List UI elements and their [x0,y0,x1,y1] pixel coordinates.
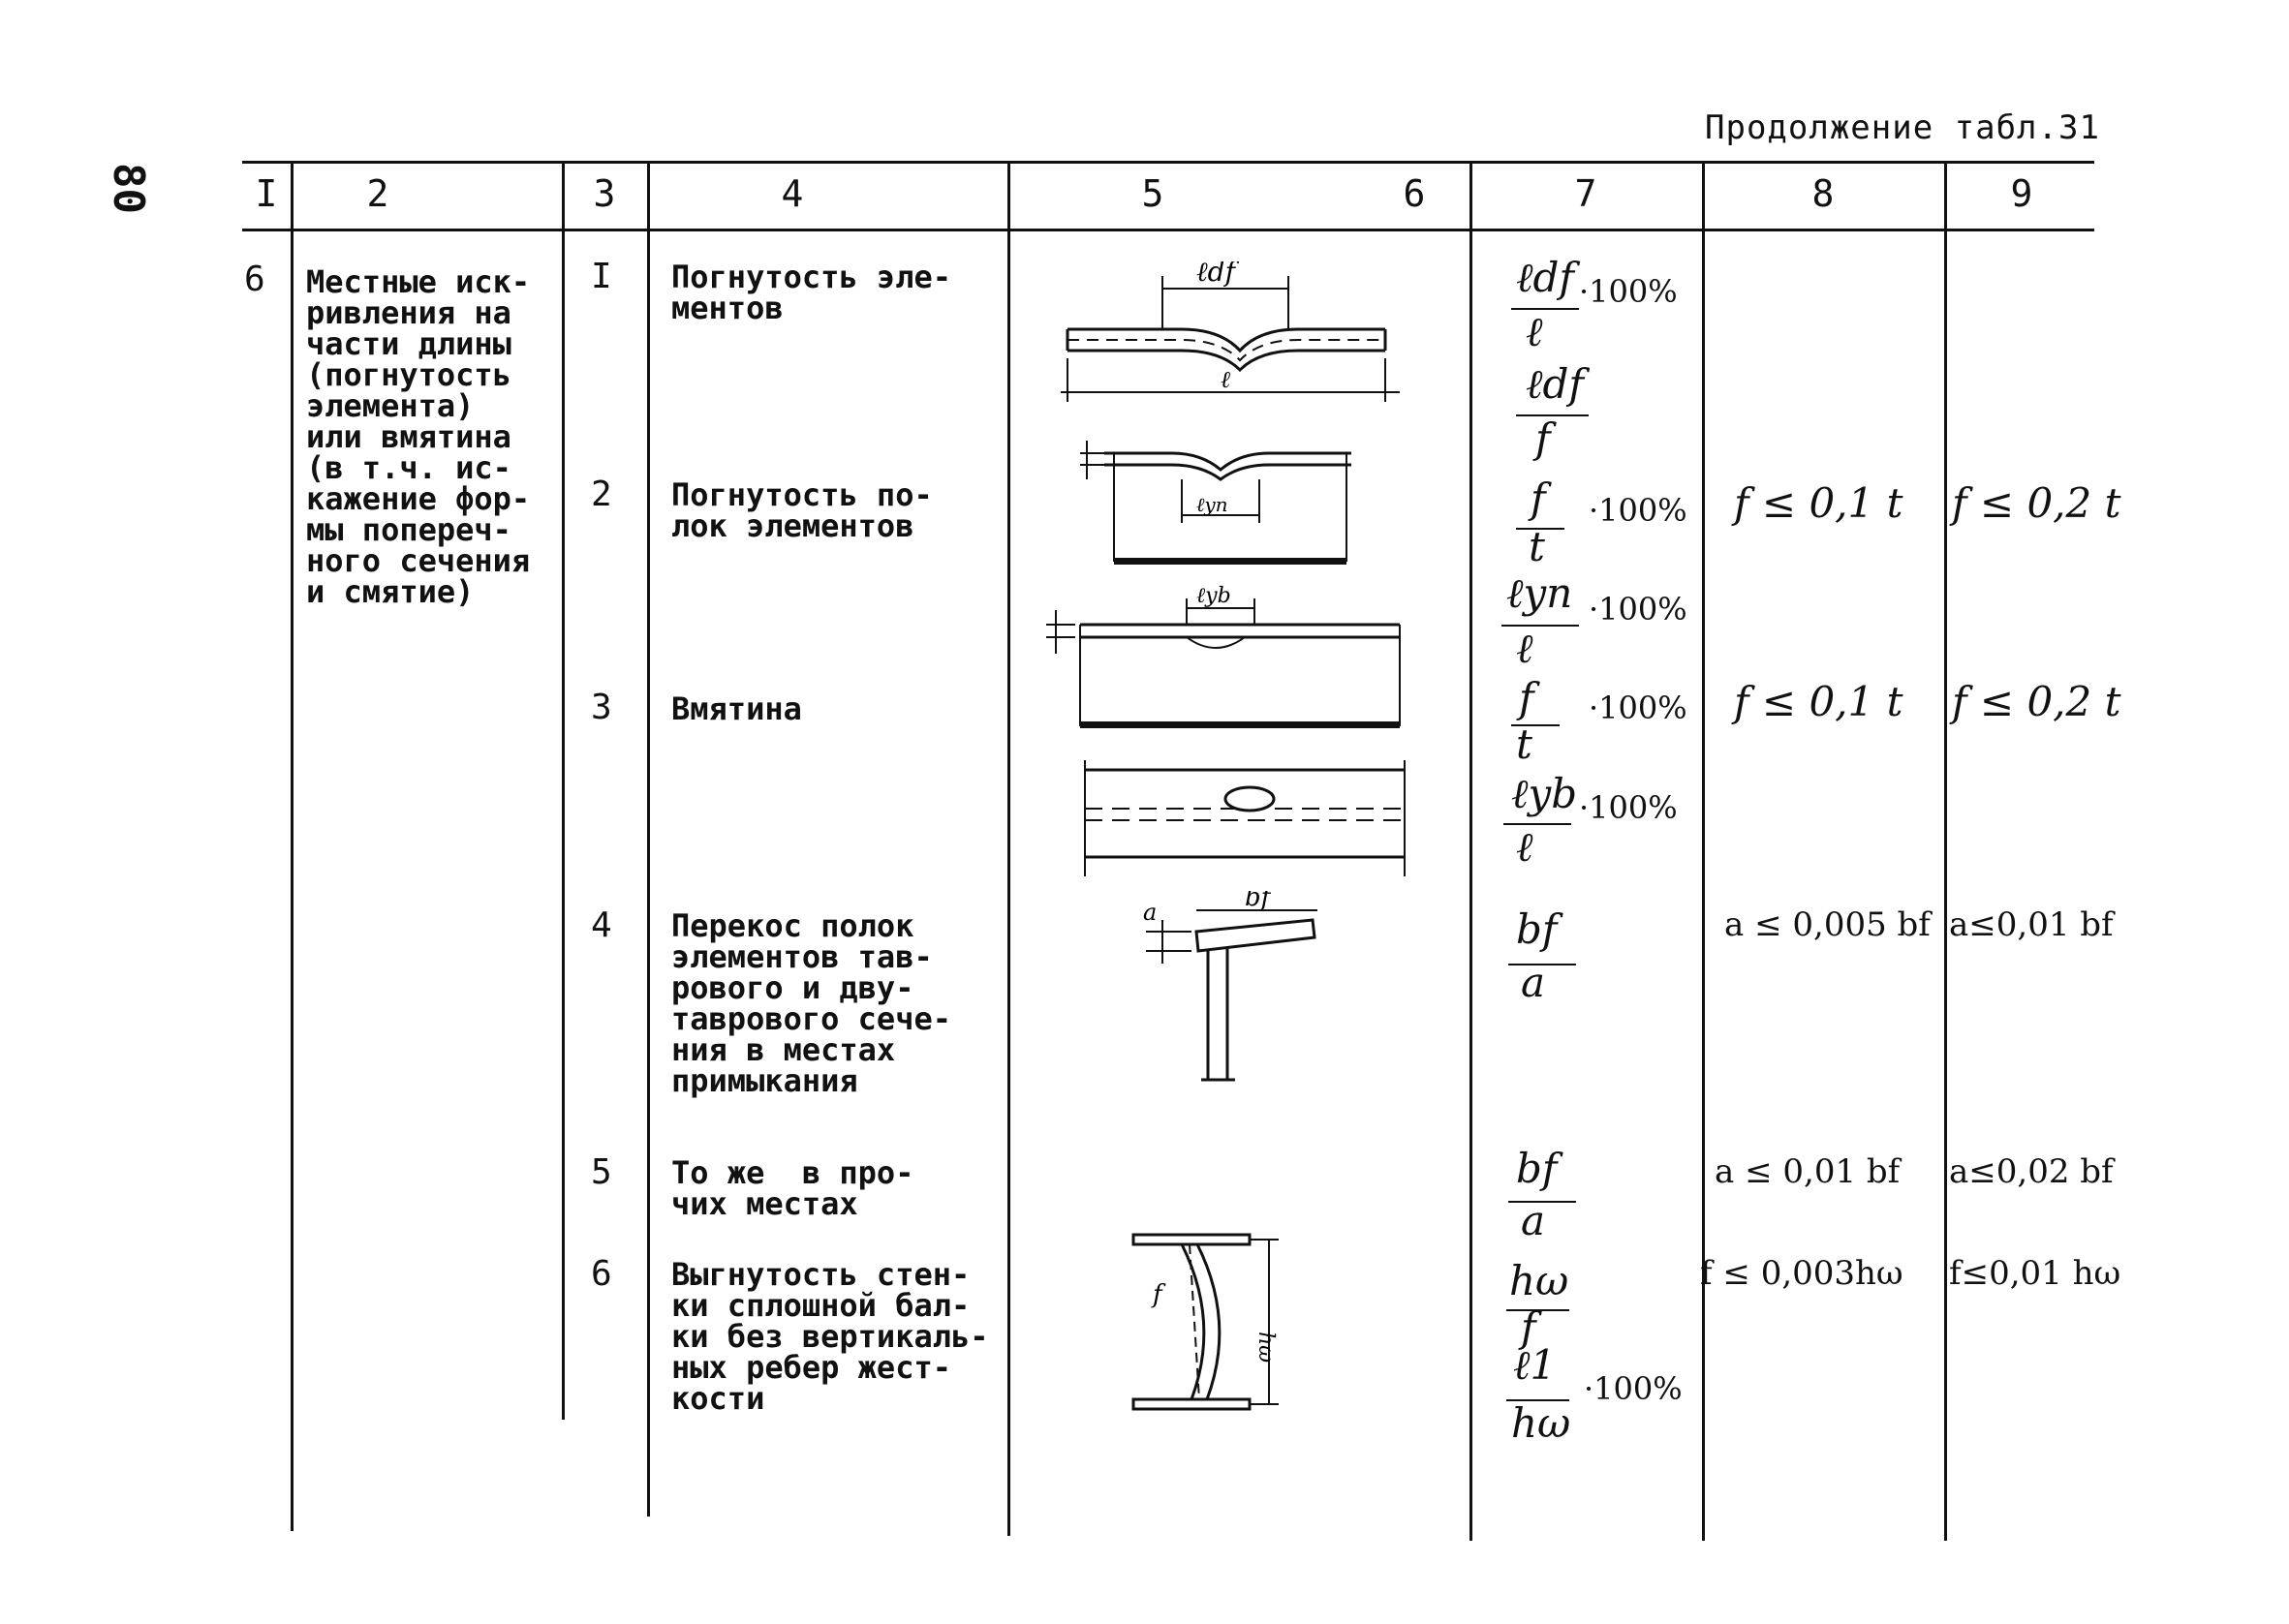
sketch-bent-element: ℓdf ℓ [1061,261,1400,402]
tolerance-col8: f ≤ 0,1 t [1734,479,1903,527]
fraction-bar [1516,414,1589,416]
sketch-label: f [1151,1280,1166,1309]
item-number: 2 [591,475,612,514]
formula-num: ℓyn [1506,569,1573,617]
sketch-bent-flange: ℓyn [1080,441,1351,565]
col-divider-8 [1944,161,1947,1541]
formula-den: hω [1511,1399,1571,1447]
formula-den: t [1529,523,1545,570]
tolerance-col9: a≤0,01 bf [1949,905,2114,944]
tolerance-col9: f ≤ 0,2 t [1952,678,2121,725]
col-divider-7 [1702,161,1705,1541]
sketch-web-bulge: f hω [1131,1233,1279,1411]
fraction-bar [1516,528,1564,530]
fraction-bar [1506,1309,1569,1311]
item-text: Погнутость по- лок элементов [671,476,933,544]
item-number: 5 [591,1152,612,1192]
formula-num: ℓdf [1526,360,1584,408]
fraction-bar [1508,1201,1576,1203]
formula-den: f [1521,1303,1536,1351]
formula-percent: ·100% [1589,689,1687,726]
tolerance-col9: f≤0,01 hω [1949,1254,2121,1293]
formula-num: ℓ1 [1513,1341,1557,1389]
formula-den: ℓ [1516,823,1533,871]
fraction-bar [1511,724,1560,726]
fraction-bar [1511,308,1579,310]
col-header-9: 9 [2010,172,2033,215]
sketch-dent-side: ℓyb [1046,584,1401,728]
sketch-label: ℓdf [1196,261,1240,288]
formula-den: a [1521,1197,1546,1244]
page-number: 80 [104,163,153,214]
tolerance-col9: a≤0,02 bf [1949,1152,2114,1191]
item-text: Выгнутость стен- ки сплошной бал- ки без… [671,1256,989,1417]
sketch-label: ℓyn [1196,493,1228,516]
formula-den: ℓ [1516,625,1533,672]
fraction-bar [1508,964,1576,965]
formula-den: a [1521,959,1546,1006]
tolerance-col8: f ≤ 0,003hω [1700,1254,1903,1293]
formula-percent: ·100% [1579,789,1678,826]
item-number: 4 [591,905,612,945]
formula-num: bf [1516,905,1558,953]
formula-den: t [1516,720,1532,768]
col-header-4: 4 [781,172,804,215]
tolerance-col8: a ≤ 0,005 bf [1724,905,1931,944]
col-divider-6 [1469,161,1472,1541]
formula-percent: ·100% [1589,492,1687,529]
col-header-3: 3 [593,172,616,215]
continuation-label: Продолжение табл.31 [1705,108,2100,147]
formula-den: f [1535,414,1551,462]
col-header-8: 8 [1811,172,1835,215]
sketch-label: ℓyb [1196,584,1231,608]
table-top-rule [242,161,2094,164]
formula-percent: ·100% [1584,1370,1683,1407]
fraction-bar [1506,1399,1569,1401]
formula-percent: ·100% [1589,591,1687,628]
item-text: Погнутость эле- ментов [671,259,951,326]
item-text: Перекос полок элементов тав- рового и дв… [671,907,951,1099]
tolerance-col9: f ≤ 0,2 t [1952,479,2121,527]
sketch-label: bf [1245,891,1275,912]
formula-num: f [1531,475,1546,522]
item-number: 3 [591,688,612,727]
formula-num: hω [1509,1257,1569,1304]
col-divider-1 [291,161,294,1531]
formula-num: f [1519,674,1534,721]
item-number: 6 [591,1254,612,1294]
formula-num: ℓdf [1516,254,1574,301]
col-header-2: 2 [366,172,389,215]
col-divider-2 [562,161,565,1420]
col-header-7: 7 [1574,172,1597,215]
col-divider-3 [647,161,650,1517]
row-number: 6 [244,260,265,299]
item-text: Вмятина [671,690,802,727]
col-header-5: 5 [1141,172,1164,215]
item-text: То же в про- чих местах [671,1154,914,1222]
sketch-label: ℓ [1221,366,1230,393]
row-description: Местные иск- ривления на части длины (по… [306,263,531,610]
formula-percent: ·100% [1579,273,1678,310]
sketch-label: hω [1253,1332,1278,1363]
col-divider-4 [1007,161,1010,1536]
col-header-6: 6 [1403,172,1426,215]
item-number: I [591,257,612,296]
tolerance-col8: a ≤ 0,01 bf [1715,1152,1901,1191]
fraction-bar [1501,625,1579,627]
table-header-rule [242,229,2094,231]
fraction-bar [1503,823,1571,825]
formula-num: bf [1516,1145,1558,1192]
col-header-1: I [255,172,278,215]
tolerance-col8: f ≤ 0,1 t [1734,678,1903,725]
formula-den: ℓ [1526,308,1543,355]
formula-num: ℓyb [1511,770,1578,817]
sketch-flange-skew: bf a [1143,891,1317,1082]
sketch-label: a [1143,899,1157,926]
sketch-dent-plan [1084,760,1406,876]
